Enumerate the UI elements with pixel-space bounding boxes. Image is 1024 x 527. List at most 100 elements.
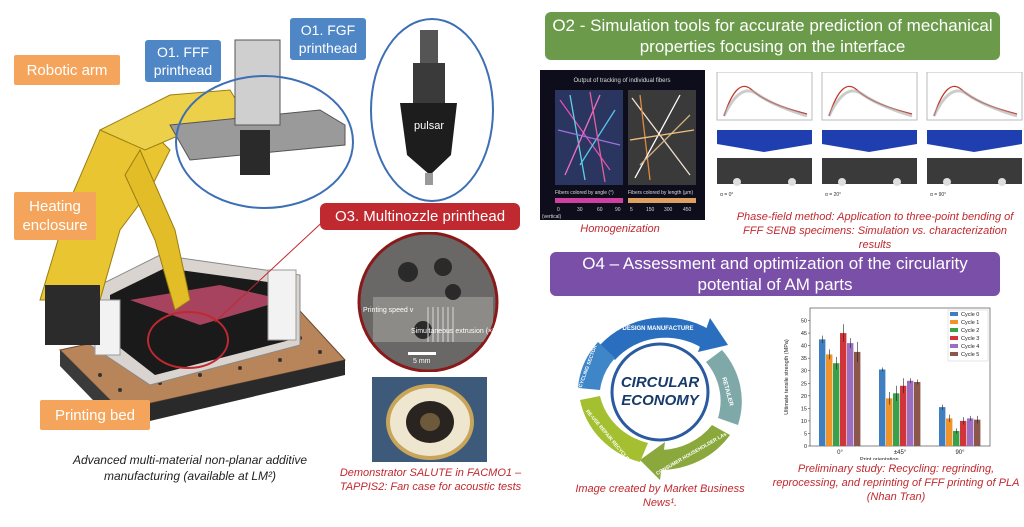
- sim-angle-label: α = 0°: [720, 192, 733, 198]
- fiber-angle-tick-1: 30: [577, 207, 583, 213]
- support-left: [943, 178, 951, 186]
- support-right: [788, 178, 796, 186]
- bar-4-0: [847, 343, 854, 446]
- legend-label: Cycle 5: [961, 352, 979, 358]
- fiber-length-tick-1: 150: [646, 207, 655, 213]
- x-tick-label: ±45°: [894, 450, 907, 456]
- bar-0-1: [879, 369, 886, 446]
- recycling-caption: Preliminary study: Recycling: regrinding…: [772, 463, 1020, 503]
- sim-beam: [717, 130, 812, 152]
- exp-photo: [717, 158, 812, 184]
- legend-swatch: [950, 320, 958, 324]
- simulation-panels-graphic: α = 0° α = 20° α = 90°: [716, 71, 1023, 198]
- sim-beam: [822, 130, 917, 152]
- bar-2-2: [953, 430, 960, 446]
- y-tick-label: 10: [801, 419, 807, 425]
- support-right: [998, 178, 1006, 186]
- circular-credit-caption: Image created by Market Business News¹.: [575, 483, 745, 509]
- exp-band: [932, 89, 1018, 118]
- legend-swatch: [950, 328, 958, 332]
- circular-segment-design: DESIGN MANUFACTURE: [622, 326, 693, 332]
- bar-0-0: [819, 339, 826, 446]
- fan-case-photo: [372, 377, 487, 462]
- bar-5-1: [914, 382, 921, 446]
- bar-1-0: [826, 354, 833, 446]
- y-tick-label: 20: [801, 394, 807, 400]
- legend-label: Cycle 1: [961, 320, 979, 326]
- fiber-length-tick-0: 5: [630, 207, 633, 213]
- support-left: [838, 178, 846, 186]
- bar-2-0: [833, 363, 840, 446]
- exp-band: [827, 89, 913, 118]
- fiber-angle-tick-3: 90: [615, 207, 621, 213]
- exp-photo: [822, 158, 917, 184]
- x-axis-label: Print orientation: [860, 457, 899, 460]
- phase-field-caption: Phase-field method: Application to three…: [736, 211, 1014, 251]
- x-tick-label: 90°: [955, 450, 965, 456]
- sim-panel-1: α = 20°: [821, 71, 918, 198]
- homogenization-caption: Homogenization: [580, 223, 660, 235]
- heating-enclosure-label: Heating enclosure: [14, 192, 96, 240]
- printing-bed-label: Printing bed: [40, 400, 150, 430]
- bar-3-2: [960, 420, 967, 446]
- robotic-arm-label: Robotic arm: [14, 55, 120, 85]
- y-tick-label: 50: [801, 319, 807, 325]
- fiber-panel-title: Output of tracking of individual fibers: [573, 78, 670, 84]
- bar-3-0: [840, 333, 847, 446]
- sim-angle-label: α = 90°: [930, 192, 946, 198]
- fiber-angle-tick-2: 60: [597, 207, 603, 213]
- fiber-length-tick-3: 450: [683, 207, 692, 213]
- y-tick-label: 45: [801, 331, 807, 337]
- legend-swatch: [950, 336, 958, 340]
- sim-beam: [927, 130, 1022, 152]
- fiber-angle-label: Fibers colored by angle (°): [555, 190, 614, 196]
- support-left: [733, 178, 741, 186]
- legend-swatch: [950, 344, 958, 348]
- exp-photo: [927, 158, 1022, 184]
- y-tick-label: 30: [801, 369, 807, 375]
- fiber-vertical-label: (vertical): [542, 214, 562, 220]
- legend-label: Cycle 2: [961, 328, 979, 334]
- bar-4-2: [967, 418, 974, 446]
- y-tick-label: 35: [801, 356, 807, 362]
- bar-3-1: [900, 385, 907, 446]
- fgf-printhead-label: O1. FGF printhead: [290, 18, 366, 60]
- fiber-length-tick-2: 300: [664, 207, 673, 213]
- sim-panel-2: α = 90°: [926, 71, 1023, 198]
- sim-angle-label: α = 20°: [825, 192, 841, 198]
- bar-4-1: [907, 380, 914, 446]
- legend-swatch: [950, 312, 958, 316]
- y-tick-label: 25: [801, 381, 807, 387]
- simulation-panels: α = 0° α = 20° α = 90°: [712, 71, 1024, 202]
- y-tick-label: 15: [801, 406, 807, 412]
- machine-caption: Advanced multi-material non-planar addit…: [72, 453, 308, 483]
- demonstrator-caption: Demonstrator SALUTE in FACMO1 – TAPPIS2:…: [339, 467, 522, 493]
- fgf-printhead-highlight: [370, 18, 494, 202]
- fff-printhead-highlight: [175, 75, 354, 209]
- legend-swatch: [950, 352, 958, 356]
- bar-5-0: [854, 351, 861, 446]
- sim-panel-0: α = 0°: [716, 71, 813, 198]
- simultaneous-extrusion-label: Simultaneous extrusion (×26): [411, 328, 502, 335]
- y-tick-label: 5: [804, 431, 807, 437]
- multinozzle-banner: O3. Multinozzle printhead: [320, 203, 520, 230]
- fiber-tracking-panel: Output of tracking of individual fibers …: [540, 70, 705, 220]
- bar-1-1: [886, 398, 893, 446]
- multinozzle-photo: Printing speed v Simultaneous extrusion …: [357, 232, 502, 372]
- bar-1-2: [946, 418, 953, 446]
- printhead-brand-text: pulsar: [414, 120, 444, 132]
- legend-label: Cycle 4: [961, 344, 979, 350]
- scale-bar-label: 5 mm: [413, 358, 431, 365]
- exp-band: [722, 89, 808, 118]
- bar-0-2: [939, 407, 946, 446]
- y-tick-label: 40: [801, 344, 807, 350]
- legend-label: Cycle 0: [961, 312, 979, 318]
- support-right: [893, 178, 901, 186]
- y-axis-label: Ultimate tensile strength (MPa): [784, 339, 790, 415]
- bar-5-2: [974, 419, 981, 446]
- circular-center-line2: ECONOMY: [621, 392, 701, 409]
- bar-2-1: [893, 393, 900, 446]
- fgf-printhead-image: pulsar: [400, 30, 457, 185]
- o2-banner: O2 - Simulation tools for accurate predi…: [545, 12, 1000, 60]
